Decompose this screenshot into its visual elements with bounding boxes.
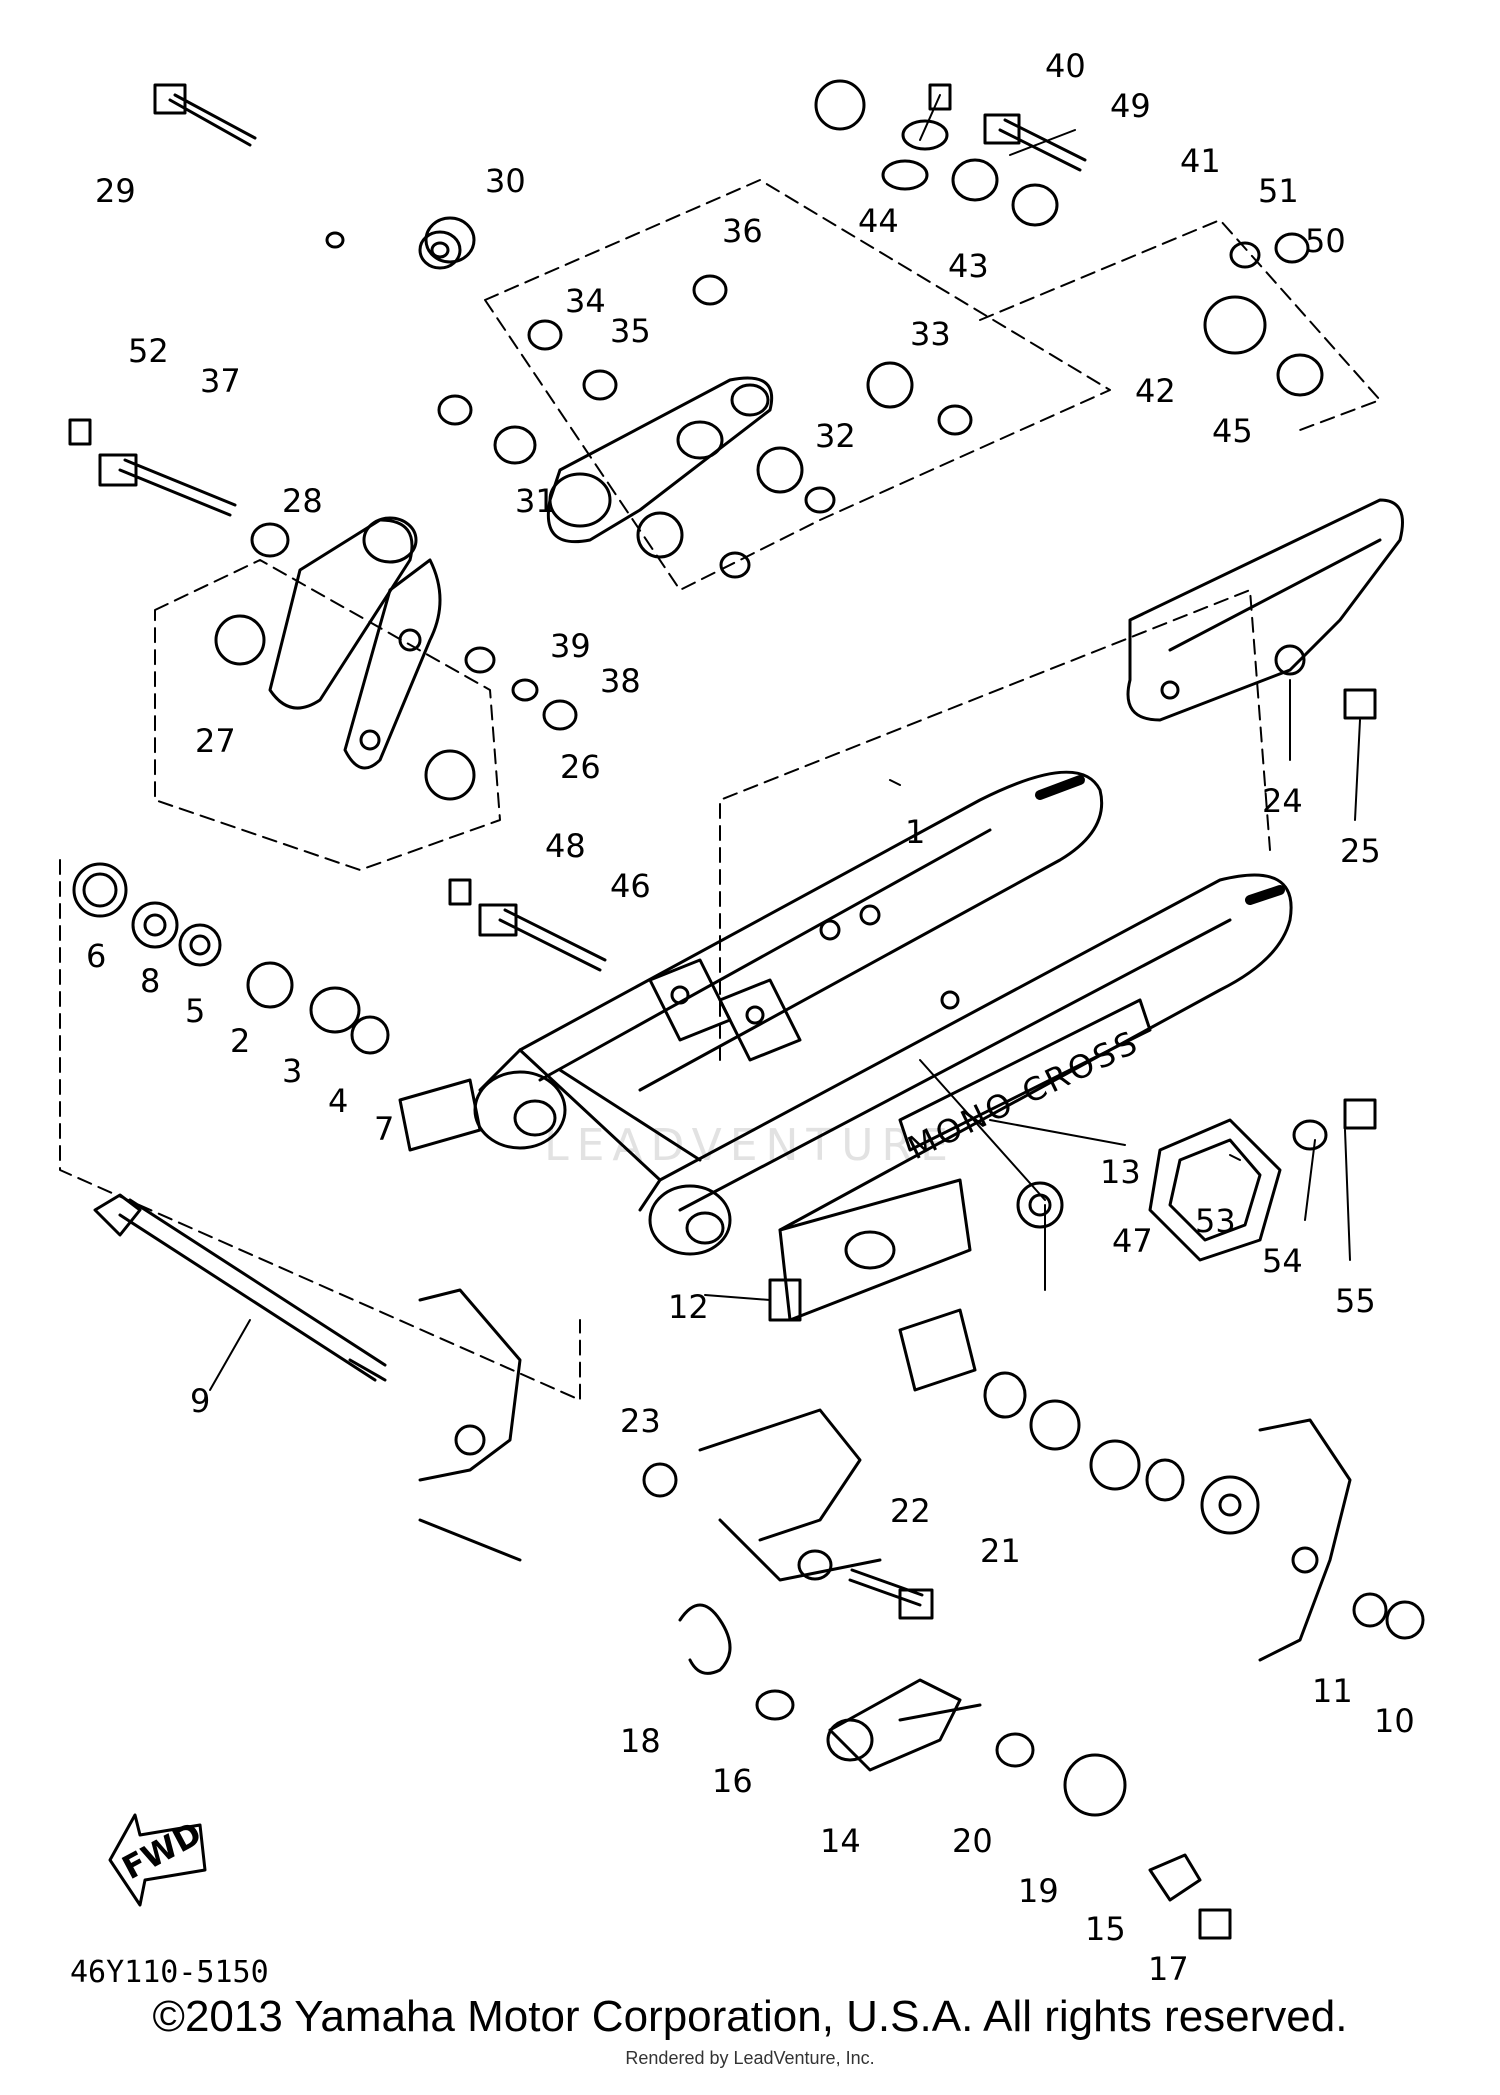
part-label: 32 <box>815 417 856 455</box>
part-label: 53 <box>1195 1202 1236 1240</box>
part-label: 4 <box>328 1082 348 1120</box>
part-label: 12 <box>668 1288 709 1326</box>
chain-guide <box>1126 498 1404 722</box>
part-label: 45 <box>1212 412 1253 450</box>
part-label: 54 <box>1262 1242 1303 1280</box>
pivot-shaft <box>93 1193 522 1562</box>
part-label: 9 <box>190 1382 210 1420</box>
part-label: 17 <box>1148 1950 1189 1988</box>
part-label: 2 <box>230 1022 250 1060</box>
part-label: 19 <box>1018 1872 1059 1910</box>
part-label: 8 <box>140 962 160 1000</box>
frame-sketch <box>698 1408 882 1582</box>
part-label: 20 <box>952 1822 993 1860</box>
part-label: 43 <box>948 247 989 285</box>
part-label: 35 <box>610 312 651 350</box>
part-label: 48 <box>545 827 586 865</box>
swingarm-text: MONO CROSS <box>902 1022 1146 1167</box>
part-label: 44 <box>858 202 899 240</box>
part-label: 49 <box>1110 87 1151 125</box>
part-label: 47 <box>1112 1222 1153 1260</box>
part-label: 7 <box>374 1110 394 1148</box>
frame-bracket-right <box>1258 1418 1352 1662</box>
part-label: 24 <box>1262 782 1303 820</box>
part-label: 33 <box>910 315 951 353</box>
bolts <box>68 83 1377 1940</box>
part-label: 10 <box>1374 1702 1415 1740</box>
part-label: 18 <box>620 1722 661 1760</box>
chain-guard-plate <box>1148 1118 1282 1262</box>
part-label: 27 <box>195 722 236 760</box>
assembly-boundaries <box>59 179 1381 1401</box>
part-label: 1 <box>905 813 925 851</box>
part-label: 39 <box>550 627 591 665</box>
part-label: 29 <box>95 172 136 210</box>
part-label: 42 <box>1135 372 1176 410</box>
part-label: 22 <box>890 1492 931 1530</box>
part-label: 23 <box>620 1402 661 1440</box>
brake-pedal <box>826 1678 982 1772</box>
part-label: 36 <box>722 212 763 250</box>
part-label: 25 <box>1340 832 1381 870</box>
part-label: 14 <box>820 1822 861 1860</box>
part-label: 37 <box>200 362 241 400</box>
swingarm <box>473 770 1293 1322</box>
part-number-labels: 1 2 3 4 5 6 7 8 9 10 11 12 13 14 15 16 1… <box>86 47 1415 1988</box>
part-label: 5 <box>185 992 205 1030</box>
watermark: LEADVENTURE <box>544 1120 956 1171</box>
part-label: 21 <box>980 1532 1021 1570</box>
part-label: 16 <box>712 1762 753 1800</box>
part-label: 30 <box>485 162 526 200</box>
part-label: 11 <box>1312 1672 1353 1710</box>
part-label: 3 <box>282 1052 302 1090</box>
part-label: 50 <box>1305 222 1346 260</box>
part-label: 6 <box>86 937 106 975</box>
part-label: 51 <box>1258 172 1299 210</box>
relay-arm <box>546 376 773 544</box>
part-label: 26 <box>560 748 601 786</box>
part-label: 40 <box>1045 47 1086 85</box>
leader-lines <box>209 94 1361 1391</box>
part-label: 41 <box>1180 142 1221 180</box>
fwd-arrow-shape <box>108 1813 207 1907</box>
part-label: 31 <box>515 482 556 520</box>
bearings-collars <box>72 79 1425 1902</box>
part-label: 38 <box>600 662 641 700</box>
part-label: 28 <box>282 482 323 520</box>
part-label: 52 <box>128 332 169 370</box>
part-label: 34 <box>565 282 606 320</box>
diagram-code: 46Y110-5150 <box>70 1955 269 1990</box>
connecting-link <box>268 516 442 770</box>
part-label: 13 <box>1100 1153 1141 1191</box>
rendered-by-notice: Rendered by LeadVenture, Inc. <box>625 2048 875 2068</box>
part-label: 46 <box>610 867 651 905</box>
part-label: 15 <box>1085 1910 1126 1948</box>
copyright-notice: ©2013 Yamaha Motor Corporation, U.S.A. A… <box>152 1992 1348 2041</box>
part-label: 55 <box>1335 1282 1376 1320</box>
